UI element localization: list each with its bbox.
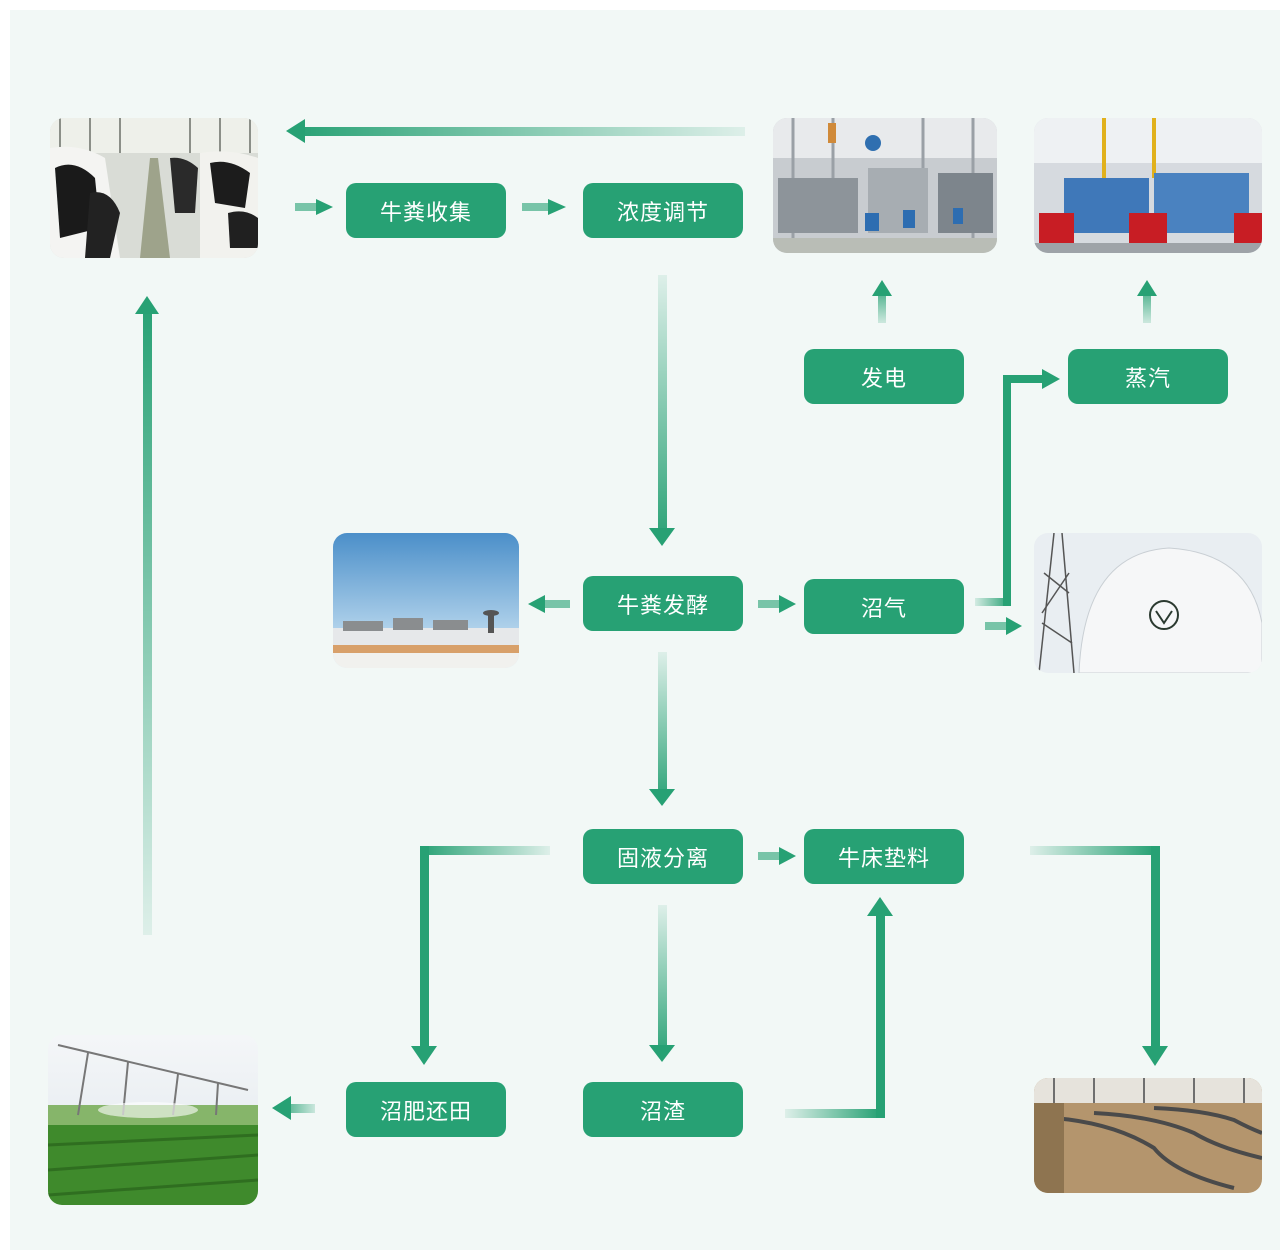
node-manure-fermentation: 牛粪发酵	[583, 576, 743, 631]
biogas-holder-photo	[1034, 533, 1262, 673]
dairy-barn-photo	[50, 118, 258, 258]
node-manure-collection: 牛粪收集	[346, 183, 506, 238]
field-irrigation-photo	[48, 1035, 258, 1205]
node-steam: 蒸汽	[1068, 349, 1228, 404]
node-biogas-residue: 沼渣	[583, 1082, 743, 1137]
generator-room-photo	[773, 118, 997, 253]
node-digestate-to-field: 沼肥还田	[346, 1082, 506, 1137]
node-cow-bedding: 牛床垫料	[804, 829, 964, 884]
node-solid-liquid-separation: 固液分离	[583, 829, 743, 884]
node-biogas: 沼气	[804, 579, 964, 634]
node-power-generation: 发电	[804, 349, 964, 404]
bedding-stalls-photo	[1034, 1078, 1262, 1193]
node-concentration-adjust: 浓度调节	[583, 183, 743, 238]
fermentation-tank-photo	[333, 533, 519, 668]
boiler-room-photo	[1034, 118, 1262, 253]
